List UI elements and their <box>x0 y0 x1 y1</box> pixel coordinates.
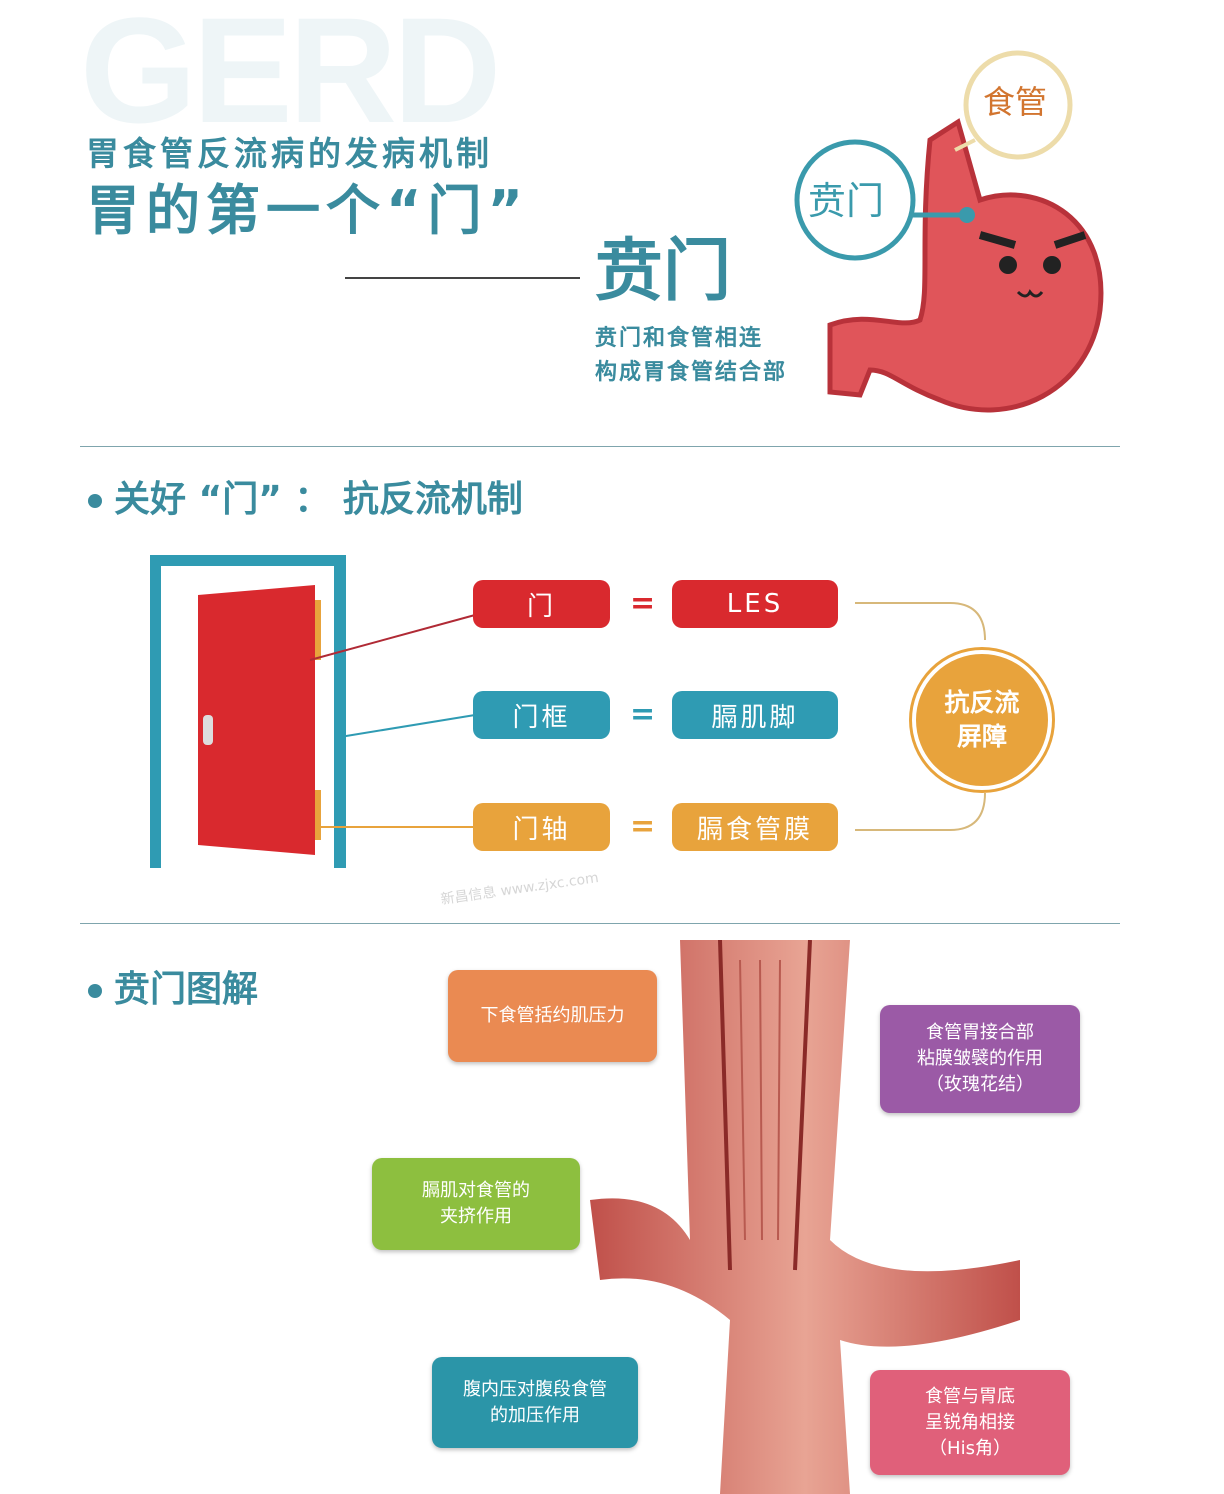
desc-line: 贲门和食管相连 <box>595 326 764 351</box>
heading-text: 贲门图解 <box>114 969 259 1010</box>
heading-text: 关好 “门” ： 抗反流机制 <box>114 479 523 520</box>
label-cardia: 贲门 <box>808 179 885 223</box>
door-part-pill: 门 <box>473 580 610 628</box>
term-description: 贲门和食管相连构成胃食管结合部 <box>595 322 787 390</box>
anatomy-part-pill: 膈食管膜 <box>672 803 838 851</box>
anatomy-part-pill: 膈肌脚 <box>672 691 838 739</box>
door-part-pill: 门框 <box>473 691 610 739</box>
watermark-name: 新昌信息 <box>439 884 498 909</box>
connector-bracket <box>855 602 986 831</box>
term-title: 贲门 <box>595 232 732 311</box>
section-heading-antireflux: 关好 “门” ： 抗反流机制 <box>88 478 523 522</box>
gerd-watermark: GERD <box>80 0 501 154</box>
antireflux-barrier-badge: 抗反流屏障 <box>912 650 1052 790</box>
door-part-pill: 门轴 <box>473 803 610 851</box>
equals-sign: = <box>630 697 656 732</box>
anatomy-callout: 下食管括约肌压力 <box>448 970 657 1062</box>
anatomy-callout: 食管与胃底 呈锐角相接 （His角） <box>870 1370 1070 1475</box>
watermark: 新昌信息 www.zjxc.com <box>440 869 600 909</box>
subtitle: 胃食管反流病的发病机制 <box>86 134 493 173</box>
anatomy-callout: 腹内压对腹段食管 的加压作用 <box>432 1357 638 1448</box>
section-heading-cardia-diagram: 贲门图解 <box>88 968 258 1012</box>
divider-line <box>345 277 580 279</box>
anatomy-callout: 食管胃接合部 粘膜皱襞的作用 （玫瑰花结） <box>880 1005 1080 1113</box>
stomach-illustration <box>794 50 1104 413</box>
equals-sign: = <box>630 586 656 621</box>
desc-line: 构成胃食管结合部 <box>595 360 788 385</box>
cardia-anatomy-illustration <box>590 940 1020 1494</box>
section-divider <box>80 923 1120 924</box>
badge-line: 屏障 <box>956 722 1007 751</box>
anatomy-part-pill: LES <box>672 580 838 628</box>
label-esophagus: 食管 <box>983 83 1048 121</box>
bullet-icon <box>88 494 102 508</box>
page-title: 胃的第一个“门” <box>86 179 529 242</box>
section-divider <box>80 446 1120 447</box>
badge-line: 抗反流 <box>944 688 1020 717</box>
anatomy-callout: 膈肌对食管的 夹挤作用 <box>372 1158 580 1250</box>
bullet-icon <box>88 984 102 998</box>
equals-sign: = <box>630 809 656 844</box>
watermark-url: www.zjxc.com <box>499 869 600 900</box>
door-illustration <box>150 555 476 868</box>
